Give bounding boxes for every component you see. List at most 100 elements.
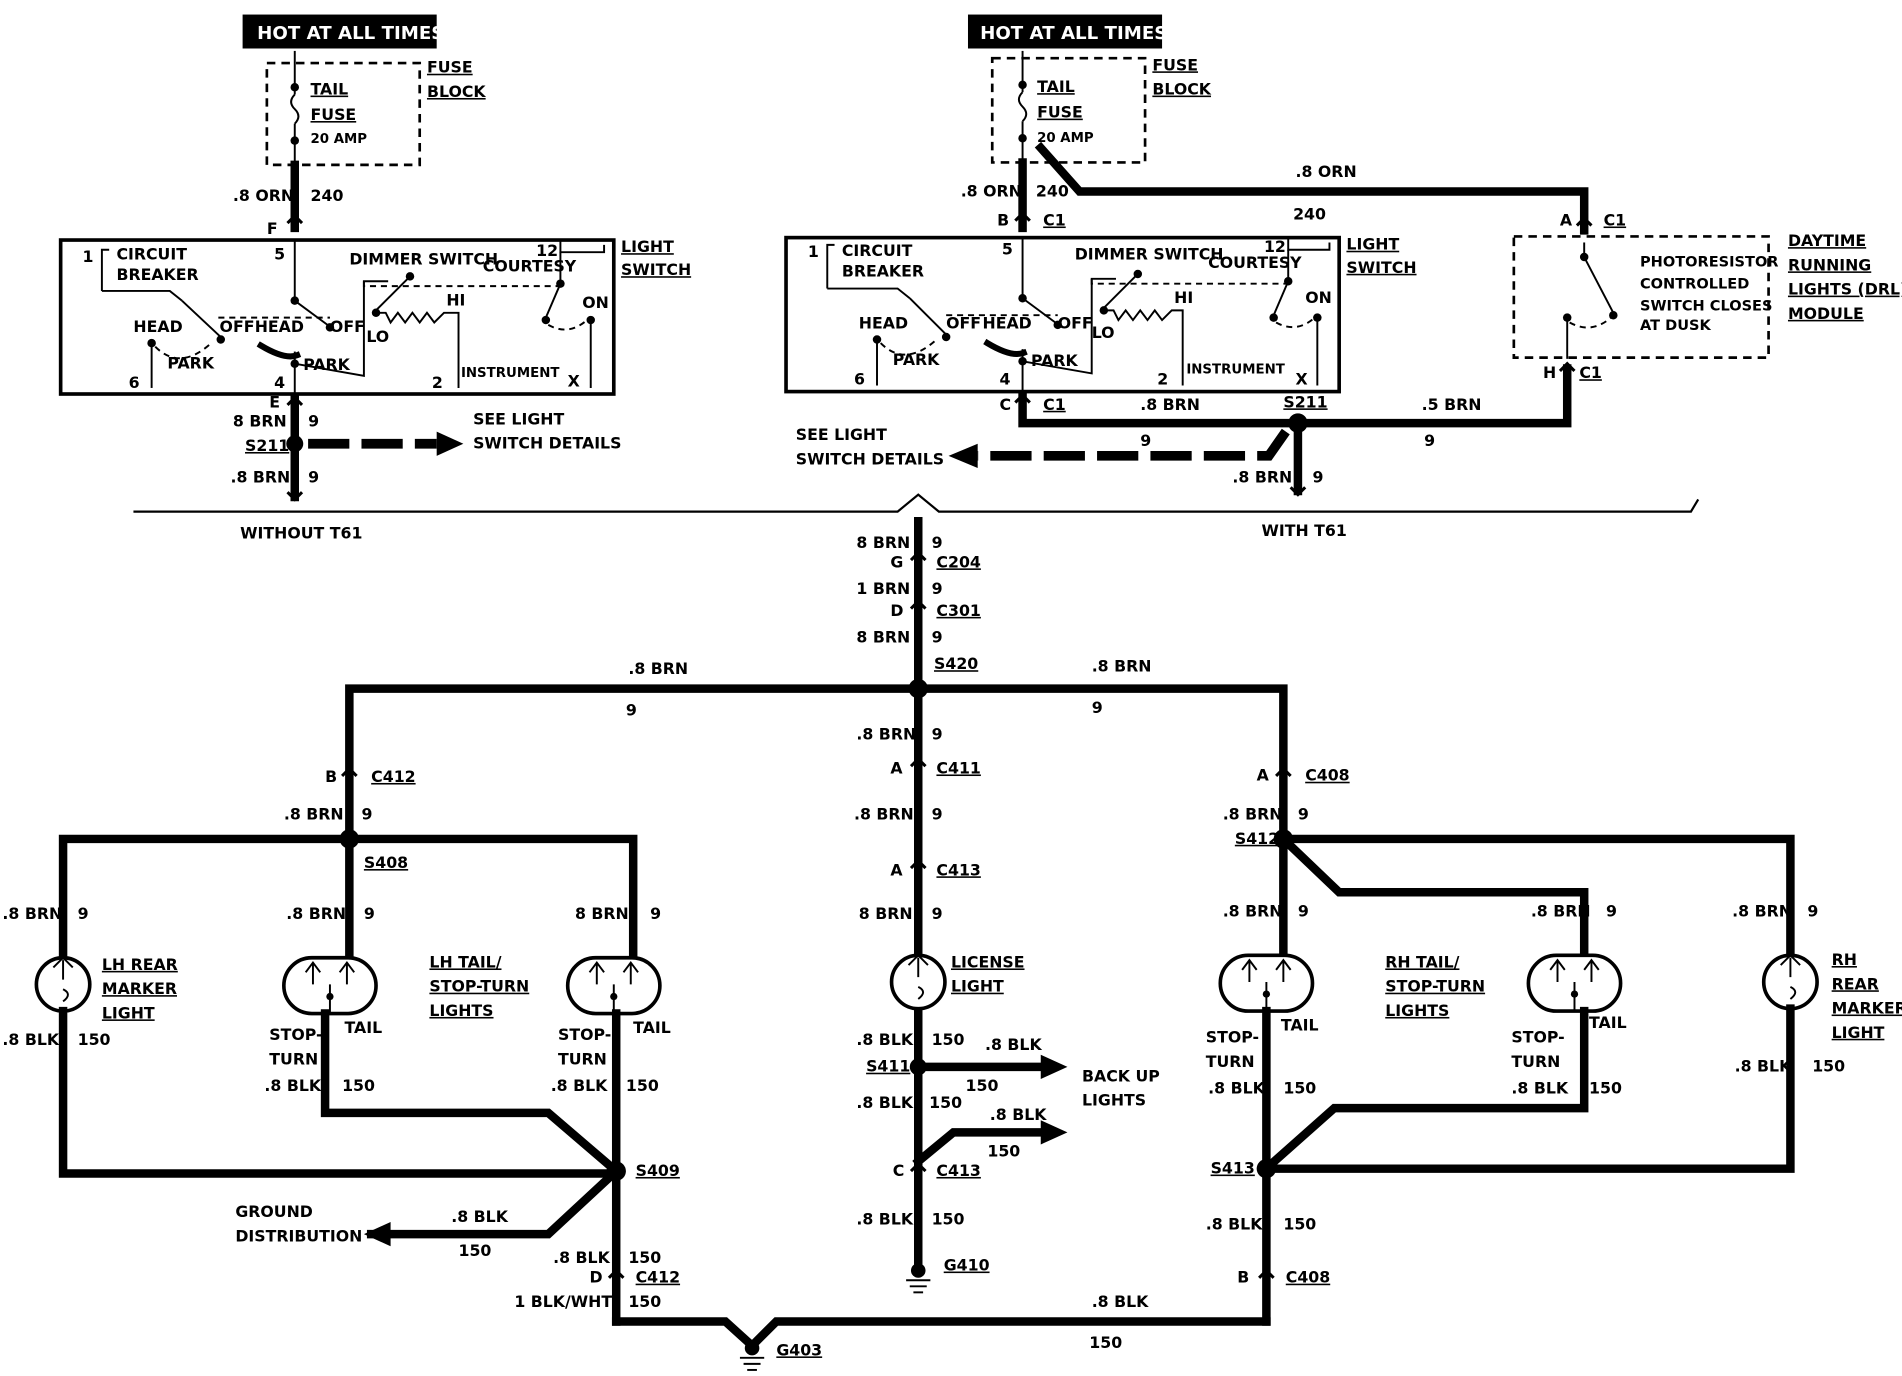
- connector-b-c412: B: [325, 767, 337, 786]
- connector-right-c1-top: C1: [1043, 210, 1066, 229]
- connector-a-c411: A: [890, 758, 903, 777]
- backup-lights-line2: LIGHTS: [1082, 1091, 1146, 1110]
- gd-8blk: .8 BLK: [451, 1207, 508, 1226]
- tail-fuse-right-line1: TAIL: [1037, 77, 1075, 96]
- lh-tail1-8brn: .8 BRN: [286, 904, 346, 923]
- label-g403: G403: [776, 1340, 822, 1359]
- rh-8blk-3: .8 BLK: [1206, 1214, 1263, 1233]
- wire-right-8brn-1: .8 BRN: [1140, 395, 1200, 414]
- terminal-5-left: 5: [274, 244, 285, 263]
- connector-d-trunk: D: [890, 601, 903, 620]
- label-s408: S408: [364, 853, 408, 872]
- connector-c301: C301: [936, 601, 980, 620]
- splice-s211-left: [286, 435, 304, 453]
- license-light-line1: LICENSE: [951, 952, 1025, 971]
- gd-150: 150: [459, 1241, 492, 1260]
- trunk-9-3: 9: [932, 628, 943, 647]
- rh-9-1: 9: [1298, 805, 1309, 824]
- lh-tail2-8blk: .8 BLK: [551, 1076, 608, 1095]
- on-left: ON: [582, 293, 609, 312]
- terminal-x-left: X: [568, 372, 580, 391]
- park-right-1: PARK: [893, 350, 940, 369]
- connector-drl-a: A: [1560, 210, 1573, 229]
- trunk-8brn-1: 8 BRN: [856, 533, 910, 552]
- off-right-2: OFF: [1058, 314, 1093, 333]
- lh-tail2-150: 150: [626, 1076, 659, 1095]
- lh-marker-line1: LH REAR: [102, 955, 178, 974]
- off-left-2: OFF: [330, 317, 365, 336]
- lh-tail2-8brn: 8 BRN: [575, 904, 629, 923]
- rh-marker-line4: LIGHT: [1832, 1023, 1885, 1042]
- photoresistor-line1: PHOTORESISTOR: [1640, 254, 1779, 271]
- branch-right-8brn: .8 BRN: [1092, 657, 1152, 676]
- see-light-right-2: SWITCH DETAILS: [796, 449, 944, 468]
- lh-tail-line1: LH TAIL/: [429, 952, 501, 971]
- lh-marker-9: 9: [78, 904, 89, 923]
- trunk-9-1: 9: [932, 533, 943, 552]
- terminal-2-right: 2: [1157, 369, 1168, 388]
- lh-tail2-9: 9: [650, 904, 661, 923]
- fuse-block-left: [265, 61, 422, 167]
- terminal-12-right: 12: [1264, 237, 1286, 256]
- lh-tail1-9: 9: [364, 904, 375, 923]
- label-s211-right: S211: [1283, 392, 1327, 411]
- ground-g403-icon: [739, 1340, 765, 1371]
- trunk-9-4: 9: [932, 725, 943, 744]
- lo-left: LO: [366, 327, 389, 346]
- circuit-breaker-right-1: CIRCUIT: [842, 241, 913, 260]
- connector-c-c413: C: [893, 1161, 905, 1180]
- trunk-section: 8 BRN 9 G C204 1 BRN 9 D C301 8 BRN 9 S4…: [345, 517, 1288, 1294]
- on-right: ON: [1305, 288, 1332, 307]
- courtesy-left: COURTESY: [483, 257, 577, 276]
- trunk-8brn-2: 8 BRN: [856, 628, 910, 647]
- wire-left-9-2: 9: [308, 468, 319, 487]
- ground-return-8blk: .8 BLK: [1092, 1292, 1149, 1311]
- banner-left-text: HOT AT ALL TIMES: [257, 23, 444, 44]
- lh-marker-line2: MARKER: [102, 979, 177, 998]
- label-s409: S409: [636, 1161, 680, 1180]
- branch-left-9: 9: [626, 700, 637, 719]
- ground-distribution-1: GROUND: [235, 1202, 313, 1221]
- without-t61-label: WITHOUT T61: [240, 523, 362, 542]
- rh-marker-line3: MARKER: [1832, 999, 1902, 1018]
- lh-150-3: 150: [628, 1248, 661, 1267]
- rh-150-3: 150: [1283, 1214, 1316, 1233]
- light-switch-left-line2: SWITCH: [621, 260, 691, 279]
- connector-a-c413: A: [890, 860, 903, 879]
- terminal-5-right: 5: [1002, 240, 1013, 259]
- lh-tail1-150: 150: [342, 1076, 375, 1095]
- terminal-4-right: 4: [1000, 369, 1011, 388]
- circuit-breaker-left-1: CIRCUIT: [116, 244, 187, 263]
- tail-fuse-left-rating: 20 AMP: [311, 132, 368, 147]
- dimmer-switch-right: DIMMER SWITCH: [1075, 244, 1224, 263]
- drl-module-line2: RUNNING: [1788, 255, 1871, 274]
- right-rear-section: A C408 .8 BRN 9 S412 .8 BRN 9 .8 BRN 9 .…: [746, 766, 1902, 1352]
- terminal-4-left: 4: [274, 373, 285, 392]
- wire-left-8orn: .8 ORN: [233, 186, 294, 205]
- connector-left-f: F: [267, 219, 278, 238]
- connector-chevrons: [286, 211, 1593, 1279]
- backup-8blk-2: .8 BLK: [990, 1105, 1047, 1124]
- wire-right-8orn-1: .8 ORN: [961, 181, 1022, 200]
- connector-c413-top: C413: [936, 860, 980, 879]
- rh-tail1-150: 150: [1283, 1079, 1316, 1098]
- rh-marker-9: 9: [1807, 902, 1818, 921]
- wire-right-9-b: 9: [1140, 431, 1151, 450]
- light-switch-left-line1: LIGHT: [621, 237, 674, 256]
- branch-left-8brn: .8 BRN: [628, 659, 688, 678]
- rh-stop-1: STOP-: [1206, 1028, 1259, 1047]
- courtesy-right: COURTESY: [1208, 253, 1302, 272]
- splice-s409: [606, 1161, 626, 1181]
- terminal-x-right: X: [1295, 369, 1307, 388]
- left-supply-section: HOT AT ALL TIMES FUSE BLOCK TAIL FUSE 20…: [58, 14, 691, 542]
- terminal-2-left: 2: [432, 373, 443, 392]
- photoresistor-line2: CONTROLLED: [1640, 276, 1749, 293]
- wire-right-5brn: .5 BRN: [1422, 395, 1482, 414]
- rh-marker-line2: REAR: [1832, 974, 1879, 993]
- label-s412: S412: [1235, 829, 1279, 848]
- see-light-left-2: SWITCH DETAILS: [473, 434, 621, 453]
- head-right-1: HEAD: [859, 314, 908, 333]
- rh-tail-label-2: TAIL: [1589, 1013, 1627, 1032]
- light-switch-right-line2: SWITCH: [1346, 258, 1416, 277]
